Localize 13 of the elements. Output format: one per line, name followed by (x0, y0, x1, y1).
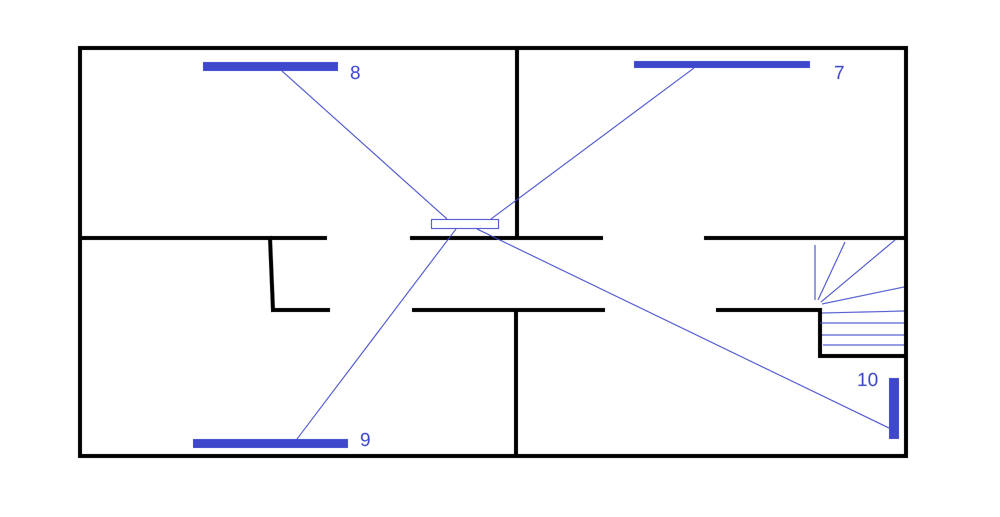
pipe-line (476, 228, 890, 428)
pipe-line (296, 228, 456, 440)
pipe-line (490, 68, 694, 220)
pipe-line (282, 70, 448, 220)
manifold-box (431, 219, 499, 229)
radiator-number: 7 (834, 64, 845, 84)
radiator-number: 9 (360, 431, 371, 451)
radiator-number: 8 (350, 64, 361, 84)
radiator-bar (193, 439, 348, 448)
radiator-bar (634, 61, 810, 68)
radiator-bar (889, 378, 899, 439)
radiator-number: 10 (857, 371, 878, 391)
radiator-bar (203, 62, 338, 71)
